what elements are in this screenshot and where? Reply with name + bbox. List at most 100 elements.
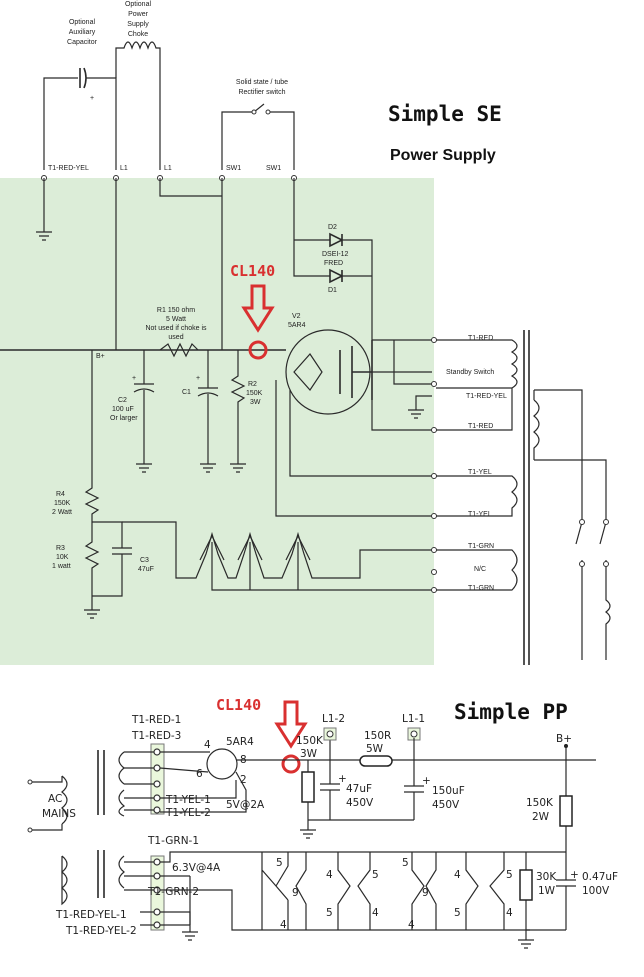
t1-red-1-label: T1-RED-1	[131, 714, 181, 726]
terminal-sw1-b: SW1	[266, 165, 281, 172]
hp-14: 4	[506, 907, 513, 919]
t1-red-yel-2-label: T1-RED-YEL-2	[65, 925, 137, 937]
resistor-150k	[301, 771, 315, 803]
c2-label-2: 100 uF	[112, 406, 134, 413]
aux-cap-wiring	[43, 77, 117, 170]
resistor-r2	[230, 350, 246, 473]
subtitle-power-supply: Power Supply	[390, 147, 496, 164]
r1-label-2: 5 Watt	[166, 316, 186, 323]
aux-capacitor	[79, 67, 87, 89]
c1-label: C1	[182, 389, 191, 396]
r2-label-3: 3W	[250, 399, 261, 406]
r-150r-label-1: 150R	[364, 730, 391, 742]
pin-4: 4	[204, 739, 211, 751]
hp-4: 4	[326, 869, 333, 881]
xfmr-nc: N/C	[474, 566, 486, 573]
shaded-region	[0, 178, 434, 665]
mains-label: MAINS	[42, 808, 76, 820]
r4-label-3: 2 Watt	[52, 509, 72, 516]
pin-2: 2	[240, 774, 247, 786]
c150-label-2: 450V	[432, 799, 460, 811]
t1-red-yel-1-label: T1-RED-YEL-1	[55, 909, 127, 921]
hp-1: 5	[276, 857, 283, 869]
tube-5ar4-label: 5AR4	[226, 736, 254, 748]
ac-label: AC	[48, 793, 62, 805]
capacitor-47uf	[320, 760, 340, 820]
r3-label-2: 10K	[56, 554, 69, 561]
choke-label-2: Power	[128, 11, 149, 18]
cl140-arrow-top	[241, 284, 275, 333]
xfmr-t1-yel-1: T1-YEL	[468, 469, 492, 476]
title-simple-se: Simple SE	[388, 102, 502, 126]
hp-9: 9	[422, 887, 429, 899]
svg-text:+: +	[132, 375, 136, 382]
rectifier-switch	[221, 103, 295, 170]
rectifier-heater-label: 5V@2A	[226, 799, 265, 811]
hp-5: 5	[326, 907, 333, 919]
cl140-arrow-bottom	[274, 700, 308, 749]
r4-label-2: 150K	[54, 500, 71, 507]
cl140-label-top: CL140	[230, 262, 275, 280]
hp-2: 9	[292, 887, 299, 899]
hp-13: 5	[506, 869, 513, 881]
r3-label-3: 1 watt	[52, 563, 71, 570]
t1-red-3-label: T1-RED-3	[131, 730, 181, 742]
svg-text:+: +	[338, 773, 347, 785]
c3-label-1: C3	[140, 557, 149, 564]
hp-6: 5	[372, 869, 379, 881]
hp-7: 4	[372, 907, 379, 919]
choke-label-3: Supply	[127, 21, 149, 28]
power-transformer-core	[97, 750, 105, 898]
r-150r-label-2: 5W	[366, 743, 384, 755]
r-150k-label-2: 3W	[300, 748, 318, 760]
terminal-l1-a: L1	[120, 165, 128, 172]
terminal-l1-b: L1	[164, 165, 172, 172]
c3-label-2: 47uF	[138, 566, 154, 573]
mains-switch-wiring	[534, 389, 611, 660]
capacitor-c2	[133, 350, 155, 473]
heater-rails	[160, 851, 566, 931]
t1-grn-1-label: T1-GRN-1	[147, 835, 199, 847]
t1-yel-1-label: T1-YEL-1	[165, 794, 211, 806]
xfmr-t1-red-2: T1-RED	[468, 423, 493, 430]
r-30k-label-2: 1W	[538, 885, 556, 897]
t1-yel-2-label: T1-YEL-2	[165, 807, 211, 819]
c2-label-1: C2	[118, 397, 127, 404]
svg-text:+: +	[196, 375, 200, 382]
xfmr-t1-red-yel: T1-RED-YEL	[466, 393, 507, 400]
r3-label-1: R3	[56, 545, 65, 552]
diode-part-1: DSEI-12	[322, 251, 349, 258]
svg-text:+: +	[422, 775, 431, 787]
choke-coil	[115, 41, 161, 170]
r1-label-4: used	[168, 334, 183, 341]
r1-label-1: R1 150 ohm	[157, 307, 195, 314]
resistor-r1	[159, 342, 199, 358]
d1-label: D1	[328, 287, 337, 294]
diode-part-2: FRED	[324, 260, 343, 267]
resistor-30k	[519, 869, 533, 901]
hp-3: 4	[280, 919, 287, 931]
choke-label-1: Optional	[125, 1, 152, 8]
rect-switch-label-1: Solid state / tube	[236, 79, 288, 86]
transformer-core	[523, 330, 530, 665]
ground-symbol	[36, 178, 52, 241]
c-047-label-1: 0.47uF	[582, 871, 618, 883]
v2-type: 5AR4	[288, 322, 306, 329]
transformer-primary	[533, 390, 540, 460]
v2-label: V2	[292, 313, 301, 320]
svg-text:+: +	[90, 95, 94, 102]
svg-text:+: +	[570, 869, 579, 881]
terminal-sw1-a: SW1	[226, 165, 241, 172]
c2-label-3: Or larger	[110, 415, 138, 422]
aux-cap-label-2: Auxiliary	[69, 29, 96, 36]
heater-symbols	[261, 852, 505, 930]
xfmr-t1-grn-1: T1-GRN	[468, 543, 494, 550]
l1-2-label: L1-2	[322, 713, 345, 725]
r-150k-2w-label-2: 2W	[532, 811, 550, 823]
cl140-label-bottom: CL140	[216, 696, 261, 714]
tube-5ar4	[206, 748, 238, 780]
r1-label-3: Not used if choke is	[145, 325, 207, 332]
capacitor-c1	[197, 350, 219, 473]
resistor-150k-2w	[559, 795, 573, 827]
